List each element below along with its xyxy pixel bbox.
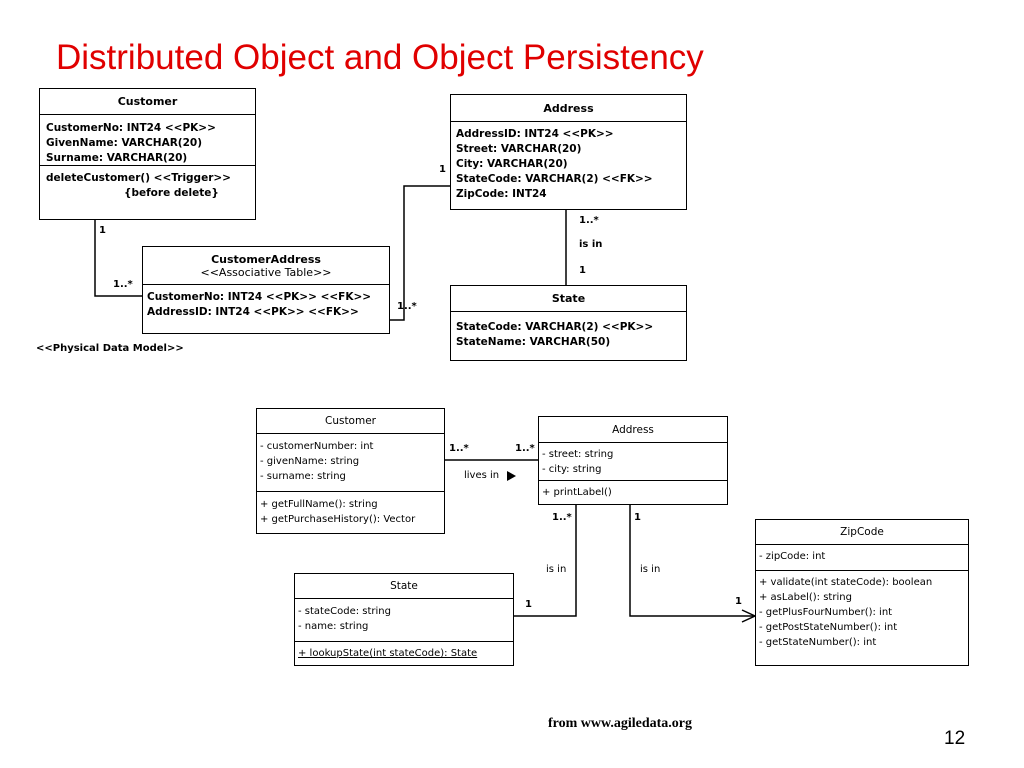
table-triggers: deleteCustomer() <<Trigger>> {before del… (40, 166, 255, 201)
multiplicity-label: 1..* (579, 215, 599, 226)
table-columns: StateCode: VARCHAR(2) <<PK>> StateName: … (451, 312, 686, 350)
attribute-row: - surname: string (260, 471, 346, 482)
multiplicity-label: 1 (525, 599, 532, 610)
table-title: Address (451, 95, 686, 122)
column-row: GivenName: VARCHAR(20) (46, 137, 202, 149)
zipcode-address-association-line (629, 505, 755, 617)
multiplicity-label: 1 (439, 164, 446, 175)
operation-row: - getPlusFourNumber(): int (759, 607, 893, 618)
column-row: Street: VARCHAR(20) (456, 143, 582, 155)
table-title: Customer (40, 89, 255, 115)
attribute-row: - customerNumber: int (260, 441, 374, 452)
attribute-row: - city: string (542, 464, 602, 475)
state-address-association-line (514, 505, 577, 617)
table-title: CustomerAddress <<Associative Table>> (143, 247, 389, 285)
physical-model-caption: <<Physical Data Model>> (36, 343, 184, 354)
class-attributes: - customerNumber: int - givenName: strin… (257, 434, 444, 492)
class-operations: + lookupState(int stateCode): State (295, 642, 513, 661)
reading-direction-triangle (507, 471, 516, 481)
class-zipcode: ZipCode - zipCode: int + validate(int st… (755, 519, 969, 666)
operation-row: - getStateNumber(): int (759, 637, 877, 648)
multiplicity-label: 1..* (397, 301, 417, 312)
trigger-row: deleteCustomer() <<Trigger>> (46, 172, 231, 184)
class-title: Address (539, 417, 727, 443)
customeraddress-address-line (390, 185, 452, 321)
association-name: is in (579, 239, 603, 250)
table-columns: AddressID: INT24 <<PK>> Street: VARCHAR(… (451, 122, 686, 202)
column-row: StateName: VARCHAR(50) (456, 336, 611, 348)
physical-customeraddress-table: CustomerAddress <<Associative Table>> Cu… (142, 246, 390, 334)
class-state: State - stateCode: string - name: string… (294, 573, 514, 666)
multiplicity-label: 1 (634, 512, 641, 523)
operation-row: + validate(int stateCode): boolean (759, 577, 933, 588)
column-row: ZipCode: INT24 (456, 188, 547, 200)
physical-customer-table: Customer CustomerNo: INT24 <<PK>> GivenN… (39, 88, 256, 220)
class-operations: + getFullName(): string + getPurchaseHis… (257, 492, 444, 527)
multiplicity-label: 1..* (113, 279, 133, 290)
class-attributes: - zipCode: int (756, 545, 968, 571)
attribute-row: - stateCode: string (298, 606, 391, 617)
column-row: StateCode: VARCHAR(2) <<PK>> (456, 321, 654, 333)
customer-customeraddress-line (94, 220, 142, 297)
operation-row: + getPurchaseHistory(): Vector (260, 514, 416, 525)
operation-row: + printLabel() (542, 487, 612, 498)
column-row: CustomerNo: INT24 <<PK>> <<FK>> (147, 291, 372, 303)
source-credit: from www.agiledata.org (548, 716, 692, 731)
operation-row: + lookupState(int stateCode): State (298, 648, 478, 659)
multiplicity-label: 1..* (552, 512, 572, 523)
class-attributes: - stateCode: string - name: string (295, 599, 513, 642)
column-row: StateCode: VARCHAR(2) <<FK>> (456, 173, 653, 185)
column-row: Surname: VARCHAR(20) (46, 152, 188, 164)
table-title: State (451, 286, 686, 312)
multiplicity-label: 1 (735, 596, 742, 607)
trigger-note: {before delete} (124, 187, 219, 199)
class-title: State (295, 574, 513, 599)
column-row: AddressID: INT24 <<PK>> <<FK>> (147, 306, 359, 318)
attribute-row: - zipCode: int (759, 551, 826, 562)
class-attributes: - street: string - city: string (539, 443, 727, 481)
class-operations: + printLabel() (539, 481, 727, 500)
attribute-row: - street: string (542, 449, 614, 460)
multiplicity-label: 1..* (515, 443, 535, 454)
slide-title: Distributed Object and Object Persistenc… (56, 38, 704, 77)
multiplicity-label: 1 (579, 265, 586, 276)
association-name: is in (546, 564, 567, 575)
physical-state-table: State StateCode: VARCHAR(2) <<PK>> State… (450, 285, 687, 361)
attribute-row: - givenName: string (260, 456, 360, 467)
class-customer: Customer - customerNumber: int - givenNa… (256, 408, 445, 534)
class-title: ZipCode (756, 520, 968, 545)
page-number: 12 (944, 728, 966, 749)
table-columns: CustomerNo: INT24 <<PK>> GivenName: VARC… (40, 115, 255, 166)
column-row: CustomerNo: INT24 <<PK>> (46, 122, 216, 134)
association-name: is in (640, 564, 661, 575)
table-name: CustomerAddress (211, 252, 321, 266)
association-name: lives in (464, 470, 500, 481)
attribute-row: - name: string (298, 621, 369, 632)
column-row: AddressID: INT24 <<PK>> (456, 128, 614, 140)
operation-row: + asLabel(): string (759, 592, 852, 603)
class-operations: + validate(int stateCode): boolean + asL… (756, 571, 968, 650)
table-stereotype: <<Associative Table>> (200, 265, 332, 279)
operation-row: + getFullName(): string (260, 499, 378, 510)
operation-row: - getPostStateNumber(): int (759, 622, 898, 633)
column-row: City: VARCHAR(20) (456, 158, 568, 170)
multiplicity-label: 1 (99, 225, 106, 236)
class-title: Customer (257, 409, 444, 434)
multiplicity-label: 1..* (449, 443, 469, 454)
class-address: Address - street: string - city: string … (538, 416, 728, 505)
table-columns: CustomerNo: INT24 <<PK>> <<FK>> AddressI… (143, 285, 389, 320)
physical-address-table: Address AddressID: INT24 <<PK>> Street: … (450, 94, 687, 210)
